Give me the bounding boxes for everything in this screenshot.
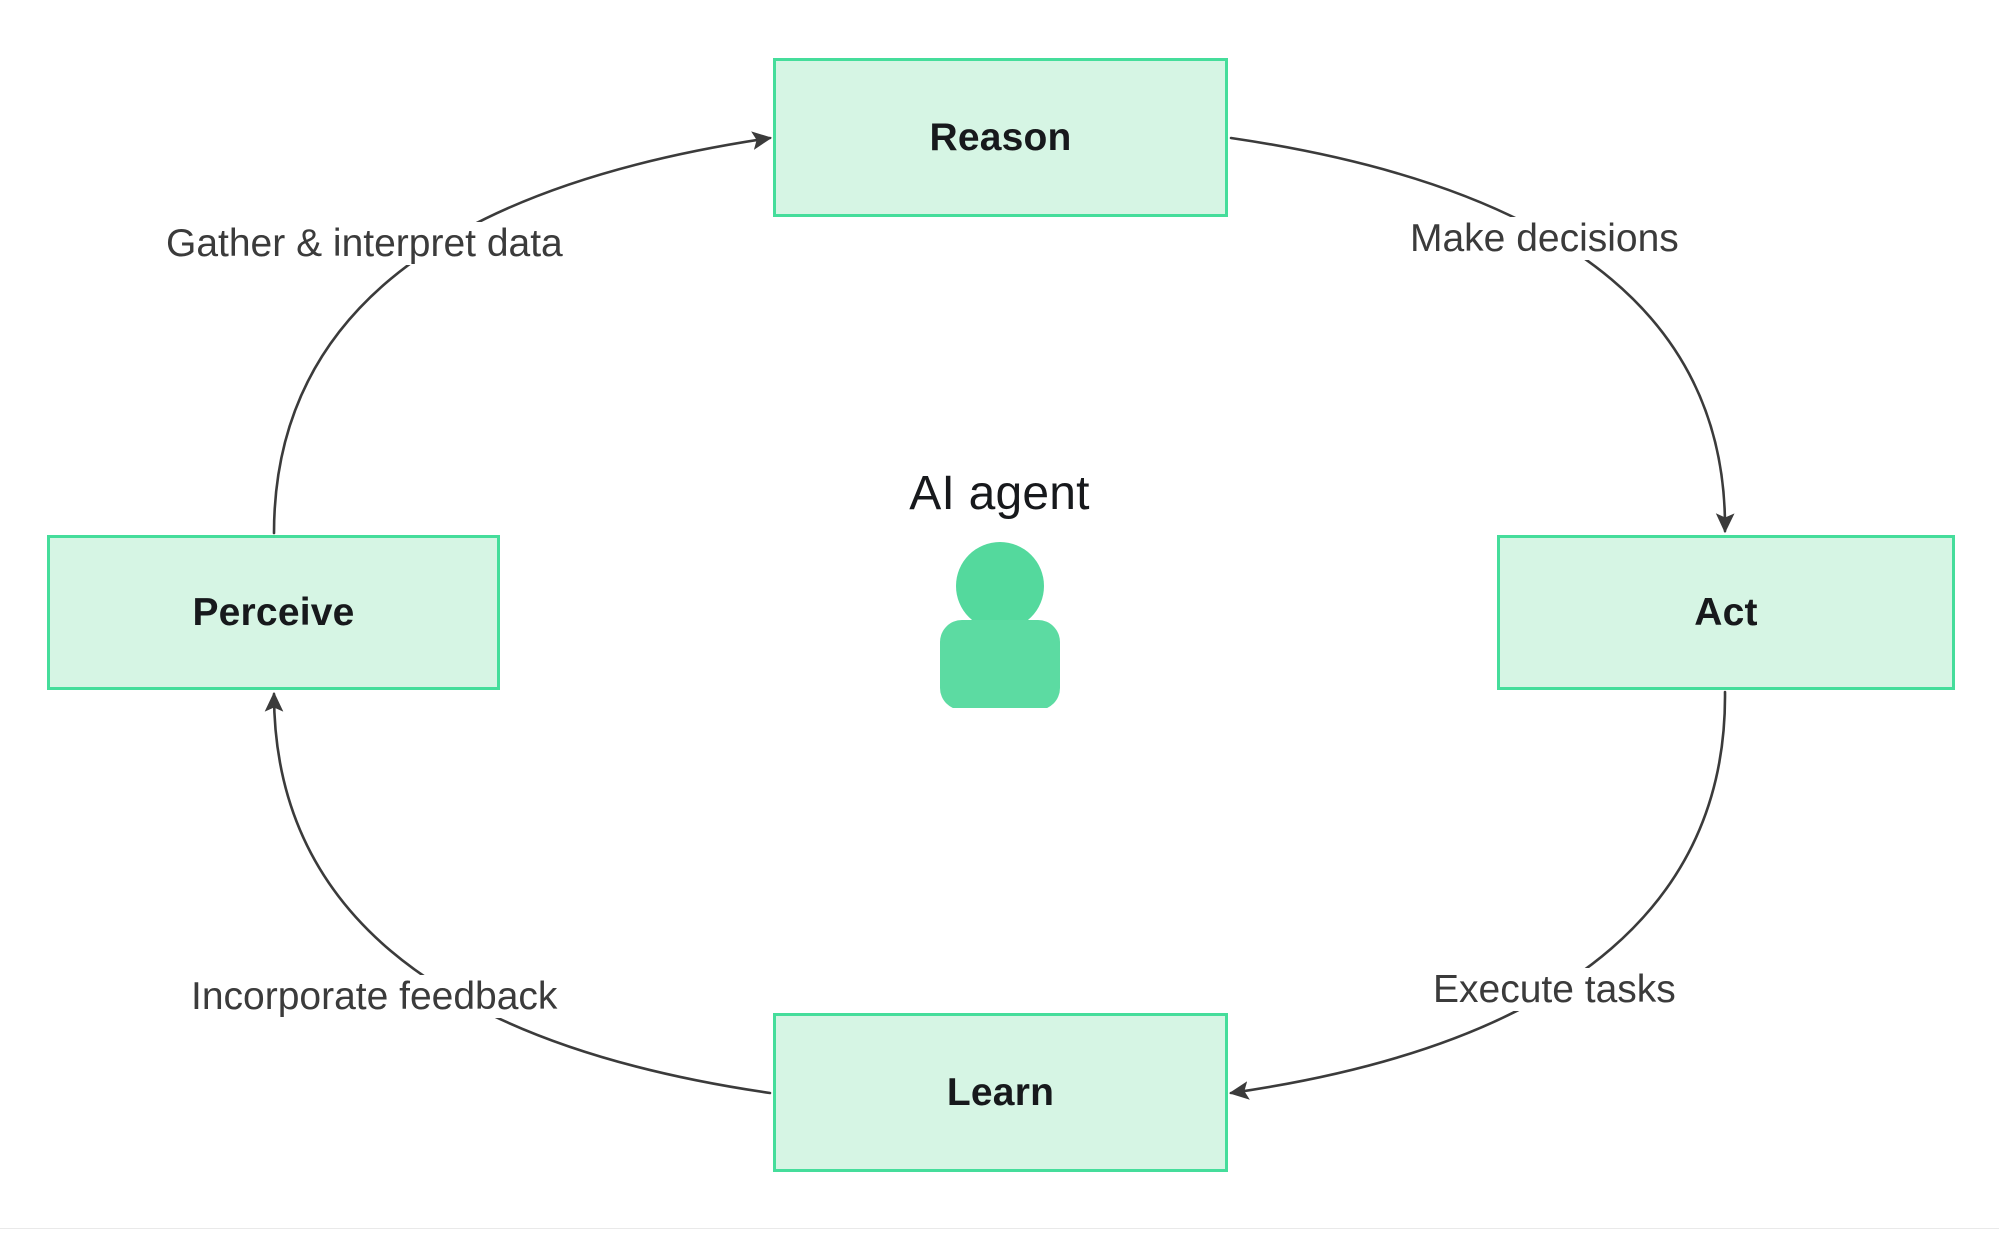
- person-icon: [939, 542, 1060, 708]
- node-learn-label: Learn: [946, 1071, 1055, 1114]
- node-learn[interactable]: Learn: [773, 1013, 1228, 1172]
- edge-label-make-decisions: Make decisions: [1404, 217, 1685, 260]
- node-reason-label: Reason: [929, 116, 1072, 159]
- edge-label-execute-tasks: Execute tasks: [1427, 968, 1682, 1011]
- ai-agent-block: AI agent: [0, 470, 1999, 708]
- bottom-divider: [0, 1228, 1999, 1229]
- node-perceive-label: Perceive: [192, 591, 355, 634]
- node-reason[interactable]: Reason: [773, 58, 1228, 217]
- arrow-act-to-learn: [1228, 690, 1727, 1100]
- node-act[interactable]: Act: [1497, 535, 1955, 690]
- node-perceive[interactable]: Perceive: [47, 535, 500, 690]
- node-act-label: Act: [1694, 591, 1758, 634]
- edge-label-incorporate-feedback: Incorporate feedback: [185, 975, 564, 1018]
- arrow-learn-to-perceive: [264, 691, 772, 1095]
- ai-agent-title: AI agent: [909, 467, 1090, 520]
- edge-label-gather-interpret-data: Gather & interpret data: [160, 222, 569, 265]
